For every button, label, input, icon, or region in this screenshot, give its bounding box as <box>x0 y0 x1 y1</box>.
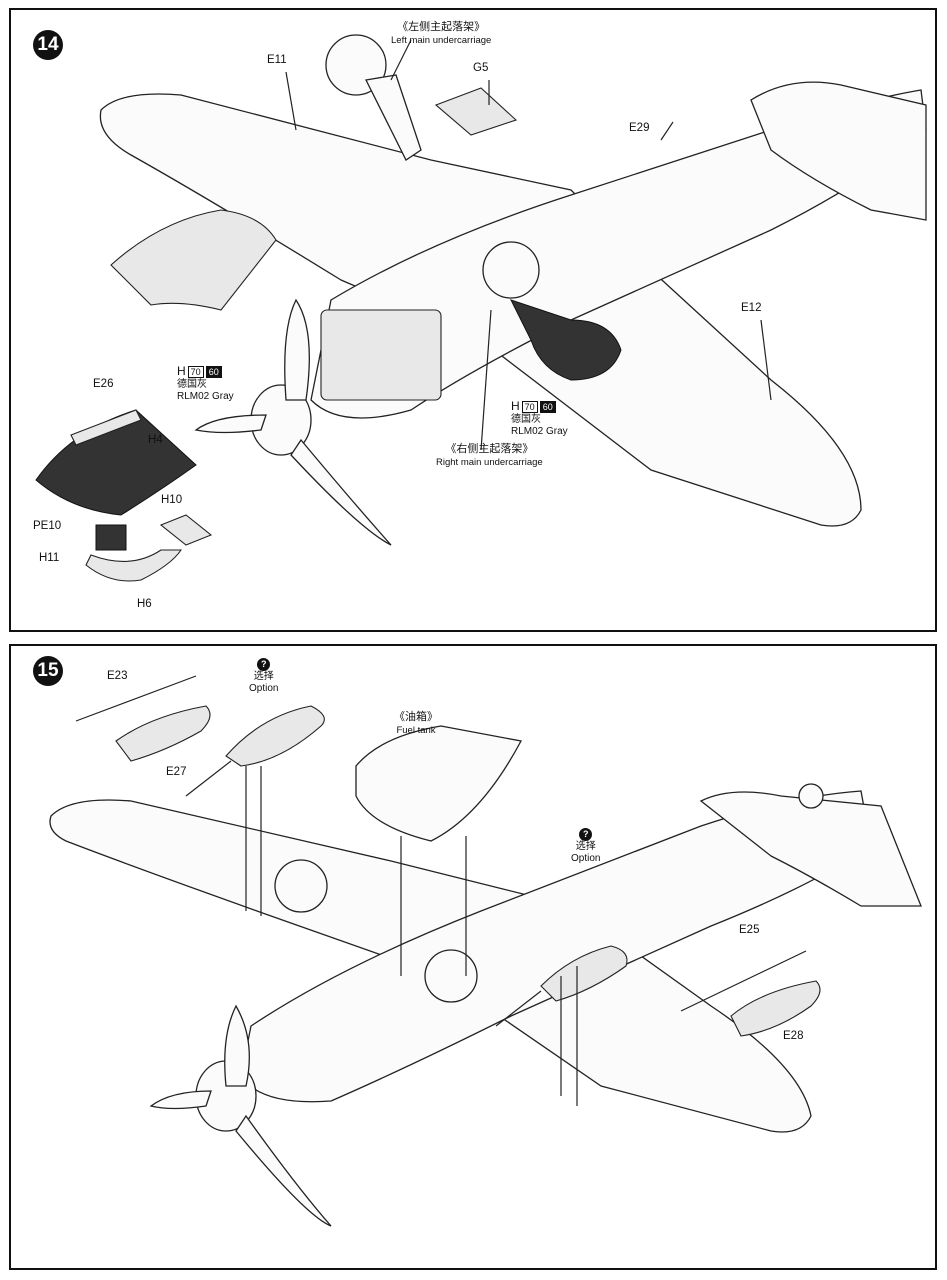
label-h6: H6 <box>137 598 152 610</box>
paint-name-en: RLM02 Gray <box>177 391 234 402</box>
gun-pod-right <box>540 945 628 1002</box>
tail-wheel-15 <box>798 783 824 809</box>
left-main-undercarriage-cn: 《左侧主起落架》 <box>397 21 486 33</box>
paint-name-cn: 德国灰 <box>177 379 207 390</box>
paint-code: H <box>177 364 186 378</box>
step-number-badge: 15 <box>33 656 63 686</box>
label-e12: E12 <box>741 302 762 314</box>
part-h6 <box>85 549 183 582</box>
label-e26: E26 <box>93 378 114 390</box>
right-main-undercarriage-callout: 《右侧主起落架》 Right main undercarriage <box>436 442 543 470</box>
paint-name-cn: 德国灰 <box>511 414 541 425</box>
label-h10: H10 <box>161 494 183 506</box>
left-wheel-15 <box>274 859 328 913</box>
part-h10 <box>159 514 213 546</box>
propeller-blade-left-15 <box>149 1090 212 1110</box>
left-main-undercarriage-callout: 《左侧主起落架》 Left main undercarriage <box>391 20 491 48</box>
fuel-tank-callout: 《油箱》 Fuel tank <box>394 710 438 738</box>
step-14-drawing <box>35 34 927 582</box>
question-mark-icon: ? <box>257 658 271 671</box>
option-cn: 选择 <box>253 671 274 682</box>
label-e28: E28 <box>783 1030 804 1042</box>
label-e27: E27 <box>166 766 187 778</box>
tail-plane-step15 <box>699 791 922 907</box>
engine-block <box>320 309 442 401</box>
left-main-undercarriage-en: Left main undercarriage <box>391 35 492 46</box>
question-mark-icon: ? <box>579 828 593 841</box>
propeller-blade-up <box>284 298 310 401</box>
right-gear-cover <box>510 299 622 381</box>
right-wheel <box>482 241 540 299</box>
option-callout-1: ? 选择 Option <box>249 658 278 695</box>
paint-box-60: 60 <box>539 401 556 413</box>
label-e11: E11 <box>267 54 287 66</box>
paint-box-60: 60 <box>205 366 222 378</box>
right-main-undercarriage-en: Right main undercarriage <box>436 457 543 468</box>
label-h11: H11 <box>39 552 60 564</box>
part-g5 <box>434 87 518 136</box>
option-callout-2: ? 选择 Option <box>571 828 600 865</box>
engine-cowling <box>110 209 277 311</box>
gun-pod-left <box>225 705 325 767</box>
label-g5: G5 <box>473 62 489 74</box>
fuel-tank-cn: 《油箱》 <box>394 711 438 723</box>
propeller-blade-down <box>290 438 392 546</box>
label-e29: E29 <box>629 122 650 134</box>
propeller-blade-left <box>194 414 267 434</box>
propeller-blade-up-15 <box>224 1004 250 1087</box>
paint-box-70: 70 <box>521 401 538 413</box>
left-gear-leg <box>365 74 422 161</box>
option-cn: 选择 <box>575 841 596 852</box>
tail-plane-step14 <box>750 81 927 221</box>
part-e26 <box>70 409 142 446</box>
part-pe10 <box>95 524 127 551</box>
part-e28 <box>730 980 821 1037</box>
propeller-blade-down-15 <box>235 1114 332 1227</box>
right-main-undercarriage-cn: 《右侧主起落架》 <box>445 443 534 455</box>
step-14-panel: 14 《左侧主起落架》 Left main undercarriage E11 … <box>9 8 937 632</box>
label-e25: E25 <box>739 924 760 936</box>
label-h4: H4 <box>148 434 163 446</box>
step-15-drawing <box>49 675 922 1227</box>
option-en: Option <box>571 853 601 864</box>
option-en: Option <box>249 683 279 694</box>
right-wheel-15 <box>424 949 478 1003</box>
part-e27 <box>115 705 211 762</box>
fuel-tank <box>355 725 522 842</box>
step-15-panel: 15 E23 E27 E25 E28 ? 选择 Option ? 选择 Opti… <box>9 644 937 1270</box>
paint-code: H <box>511 399 520 413</box>
paint-box-70: 70 <box>187 366 204 378</box>
label-pe10: PE10 <box>33 520 62 532</box>
step-number-badge: 14 <box>33 30 63 60</box>
fuel-tank-en: Fuel tank <box>396 725 436 736</box>
paint-name-en: RLM02 Gray <box>511 426 568 437</box>
label-e23: E23 <box>107 670 128 682</box>
